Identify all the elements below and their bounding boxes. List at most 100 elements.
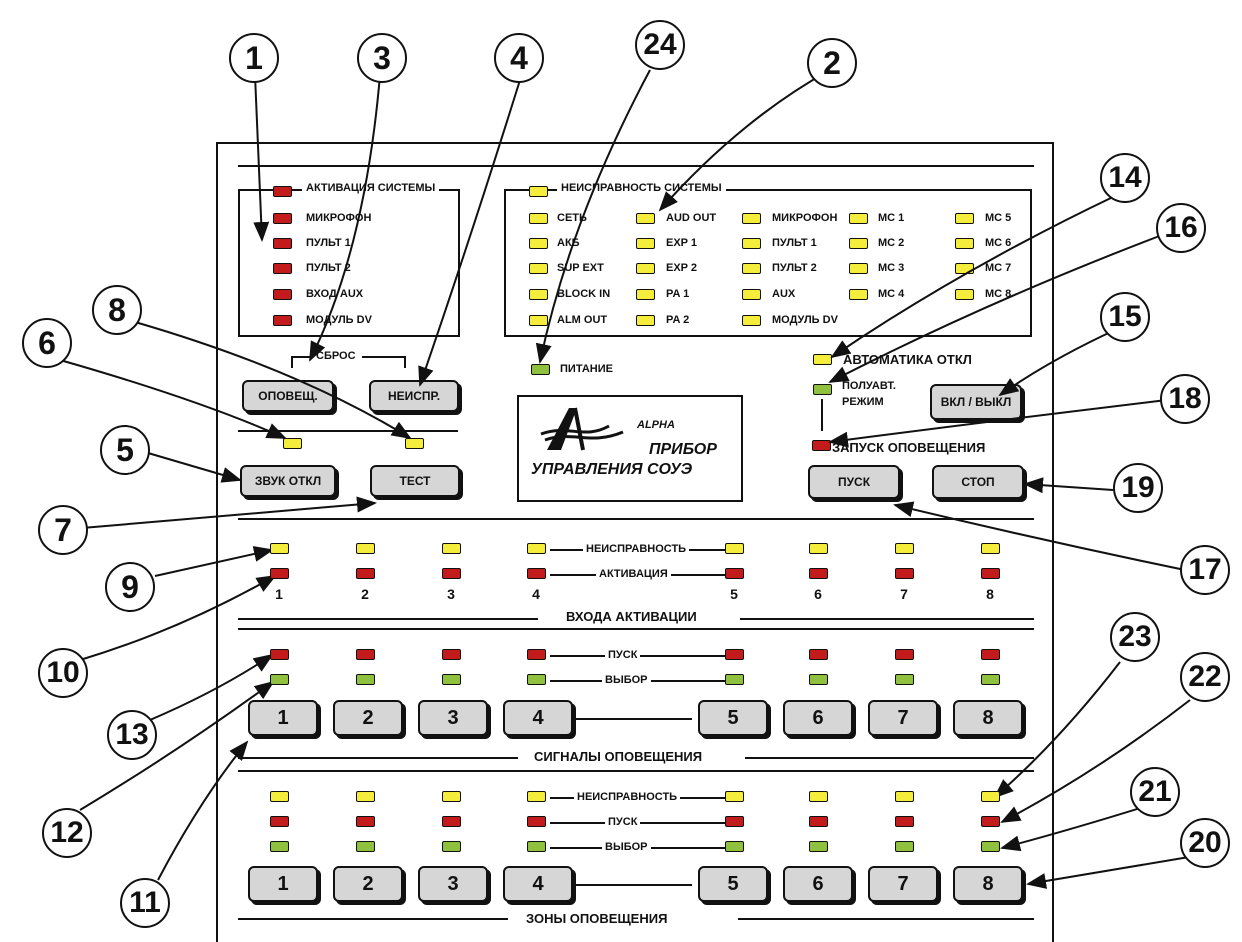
input-activation-led-8 <box>981 568 1000 579</box>
activation-item-label: ПУЛЬТ 1 <box>306 237 351 249</box>
system-activation-led-console-1 <box>273 238 292 249</box>
signal-button-5[interactable]: 5 <box>698 700 768 736</box>
signal-button-6[interactable]: 6 <box>783 700 853 736</box>
fault-led <box>955 263 974 274</box>
zone-fault-led-7 <box>895 791 914 802</box>
test-button[interactable]: ТЕСТ <box>370 465 460 497</box>
stop-button[interactable]: СТОП <box>932 465 1024 499</box>
signal-button-2[interactable]: 2 <box>333 700 403 736</box>
signals-bottom-line-b <box>745 757 1034 759</box>
callout-11: 11 <box>120 878 170 928</box>
zone-button-6[interactable]: 6 <box>783 866 853 902</box>
signal-button-7[interactable]: 7 <box>868 700 938 736</box>
zone-button-4[interactable]: 4 <box>503 866 573 902</box>
reset-bracket <box>291 356 313 368</box>
sound-off-button[interactable]: ЗВУК ОТКЛ <box>240 465 336 497</box>
fault-label: МС 4 <box>878 288 905 300</box>
fault-led <box>529 238 548 249</box>
notify-reset-button[interactable]: ОПОВЕЩ. <box>242 380 334 412</box>
callout-17: 17 <box>1180 545 1230 595</box>
button-gap-line-zones <box>576 884 692 886</box>
power-led <box>531 364 550 375</box>
zone-button-7[interactable]: 7 <box>868 866 938 902</box>
zone-button-3[interactable]: 3 <box>418 866 488 902</box>
zone-start-led-1 <box>270 816 289 827</box>
notify-start-label: ЗАПУСК ОПОВЕЩЕНИЯ <box>832 440 986 455</box>
callout-22: 22 <box>1180 652 1230 702</box>
notify-start-led <box>812 440 831 451</box>
callout-6: 6 <box>22 318 72 368</box>
signal-select-led-5 <box>725 674 744 685</box>
signal-button-3[interactable]: 3 <box>418 700 488 736</box>
input-fault-led-5 <box>725 543 744 554</box>
zone-select-led-5 <box>725 841 744 852</box>
start-button[interactable]: ПУСК <box>808 465 900 499</box>
fault-label: МС 3 <box>878 262 905 274</box>
zone-start-led-8 <box>981 816 1000 827</box>
signal-select-led-7 <box>895 674 914 685</box>
input-number-label: 6 <box>814 586 822 602</box>
zone-fault-led-8 <box>981 791 1000 802</box>
input-number-label: 5 <box>730 586 738 602</box>
callout-9: 9 <box>105 562 155 612</box>
input-number-label: 3 <box>447 586 455 602</box>
inputs-top-divider <box>238 518 1034 520</box>
fault-label: ПУЛЬТ 1 <box>772 237 817 249</box>
semi-auto-connector <box>821 399 823 431</box>
signals-bottom-line-a <box>238 757 518 759</box>
zone-select-led-1 <box>270 841 289 852</box>
zone-select-led-7 <box>895 841 914 852</box>
input-fault-led-7 <box>895 543 914 554</box>
callout-4: 4 <box>494 33 544 83</box>
fault-label: ПУЛЬТ 2 <box>772 262 817 274</box>
input-fault-led-6 <box>809 543 828 554</box>
signal-select-led-8 <box>981 674 1000 685</box>
fault-led <box>636 213 655 224</box>
input-activation-led-5 <box>725 568 744 579</box>
signal-button-4[interactable]: 4 <box>503 700 573 736</box>
zone-button-1[interactable]: 1 <box>248 866 318 902</box>
zone-fault-led-3 <box>442 791 461 802</box>
fault-led <box>529 289 548 300</box>
fault-led <box>636 263 655 274</box>
fault-led <box>849 238 868 249</box>
callout-24: 24 <box>635 20 685 70</box>
signal-button-8[interactable]: 8 <box>953 700 1023 736</box>
system-fault-title: НЕИСПРАВНОСТЬ СИСТЕМЫ <box>557 182 726 195</box>
zone-button-5[interactable]: 5 <box>698 866 768 902</box>
signal-select-led-1 <box>270 674 289 685</box>
sound-led <box>283 438 302 449</box>
signal-start-led-3 <box>442 649 461 660</box>
button-gap-line-signals <box>576 718 692 720</box>
power-label: ПИТАНИЕ <box>560 363 613 375</box>
signal-select-led-4 <box>527 674 546 685</box>
fault-reset-button[interactable]: НЕИСПР. <box>369 380 459 412</box>
fault-label: PA 2 <box>666 314 690 326</box>
auto-off-led <box>813 354 832 365</box>
signal-select-led-3 <box>442 674 461 685</box>
zone-fault-led-1 <box>270 791 289 802</box>
activation-item-label: МИКРОФОН <box>306 212 372 224</box>
zones-section-title: ЗОНЫ ОПОВЕЩЕНИЯ <box>520 912 674 925</box>
input-activation-led-2 <box>356 568 375 579</box>
on-off-button[interactable]: ВКЛ / ВЫКЛ <box>930 384 1022 420</box>
fault-label: МИКРОФОН <box>772 212 838 224</box>
zone-fault-led-5 <box>725 791 744 802</box>
zones-start-label: ПУСК <box>605 816 641 829</box>
activation-item-label: ПУЛЬТ 2 <box>306 262 351 274</box>
zone-button-8[interactable]: 8 <box>953 866 1023 902</box>
zone-button-2[interactable]: 2 <box>333 866 403 902</box>
zone-start-led-3 <box>442 816 461 827</box>
signal-select-led-6 <box>809 674 828 685</box>
signals-select-label: ВЫБОР <box>602 674 651 687</box>
callout-12: 12 <box>42 808 92 858</box>
fault-led <box>955 238 974 249</box>
inputs-activation-label: АКТИВАЦИЯ <box>596 568 671 581</box>
input-activation-led-1 <box>270 568 289 579</box>
top-divider <box>238 165 1034 167</box>
input-activation-led-7 <box>895 568 914 579</box>
signal-start-led-6 <box>809 649 828 660</box>
callout-20: 20 <box>1180 818 1230 868</box>
signal-button-1[interactable]: 1 <box>248 700 318 736</box>
